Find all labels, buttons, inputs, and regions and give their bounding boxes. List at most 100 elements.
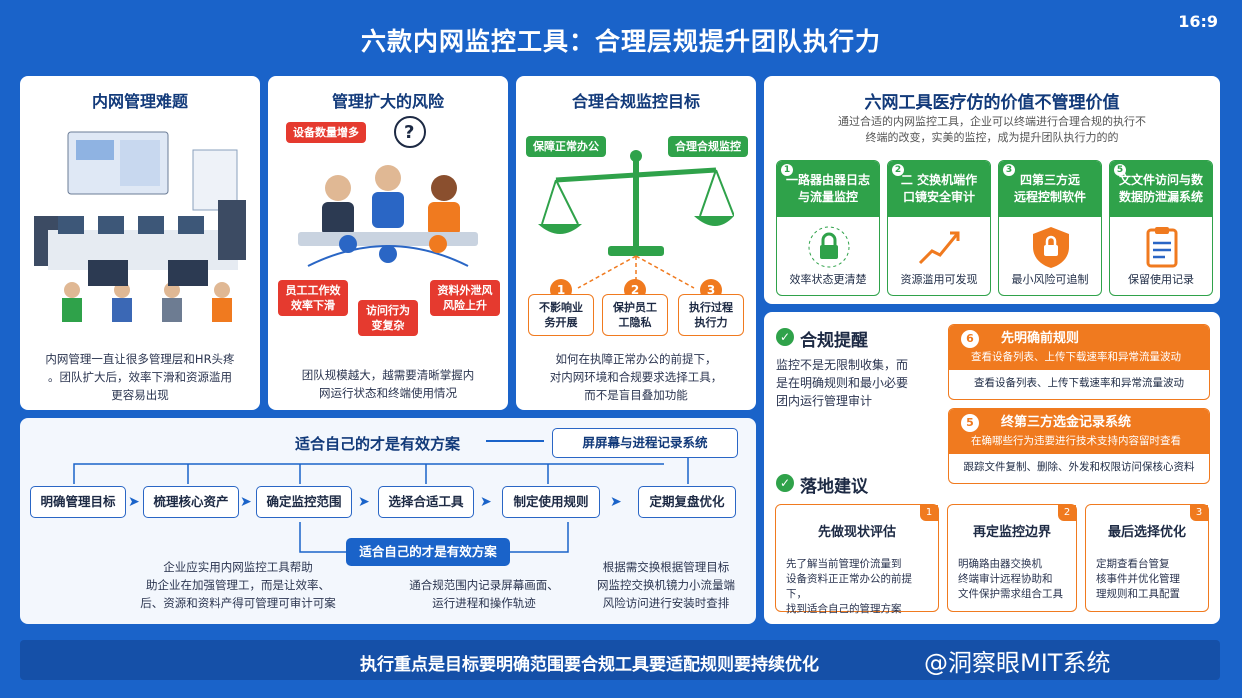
goal-box: 执行过程 执行力 [678,294,744,336]
flow-step: 明确管理目标 [30,486,126,518]
footer-bar [20,640,1220,680]
flow-step: 梳理核心资产 [143,486,239,518]
tool-title-line: 四第三方远 [1019,173,1080,187]
tool-card: 2 二 交换机端作口镜安全审计 资源滥用可发现 [887,160,991,296]
flow-top-right-box: 屏屏幕与进程记录系统 [552,428,738,458]
tool-title-line: 文文件访问与数 [1118,173,1203,187]
tool-title-line: 二 交换机端作 [900,173,978,187]
orange-card: 6 先明确前规则 查看设备列表、上传下载速率和异常流量波动 查看设备列表、上传下… [948,324,1210,400]
flow-text-right: 根据需交换根据管理目标 网监控交换机镜力小流量端 风险访问进行安装时查排 [584,558,748,612]
tag-line: 效率下滑 [291,299,335,312]
tool-title-line: 与流量监控 [797,190,858,204]
body-line: 对内网环境和合规要求选择工具， [549,370,723,384]
flow-step: 确定监控范围 [256,486,352,518]
check-icon: ✓ [776,474,794,492]
compliance-line: 是在明确规则和最小必要 [776,376,909,390]
tool-card: 3 四第三方远远程控制软件 最小风险可追制 [998,160,1102,296]
tag-device-growth: 设备数量增多 [286,122,366,143]
flow-text-line: 根据需交换根据管理目标 [602,560,730,574]
orange-card-sub: 在确哪些行为违要进行技术支持内容留时查看 [949,434,1209,454]
landing-card-line: 文件保护需求组合工具 [958,588,1063,600]
tool-title-line: 远程控制软件 [1013,190,1086,204]
flow-text-line: 后、资源和资料产得可管理可审计可案 [140,596,336,610]
tool-title-line: 一路器由器日志 [785,173,870,187]
tool-title-line: 数据防泄漏系统 [1118,190,1203,204]
landing-card-line: 明确路由器交换机 [958,558,1042,570]
orange-card-number: 6 [961,330,979,348]
scale-icon [538,150,734,289]
body-line: 如何在执障正常办公的前提下， [555,352,717,366]
orange-card-row: 查看设备列表、上传下载速率和异常流量波动 [974,377,1184,389]
trend-line-icon [918,231,960,265]
goal-line: 不影响业 [539,301,583,314]
tool-caption: 效率状态更清楚 [789,273,867,286]
landing-card-line: 找到适合自己的管理方案 [786,603,902,615]
flow-text-line: 运行进程和操作轨迹 [432,596,536,610]
panel-intranet-difficulty: 内网管理难题 内网管理一直让很多管理层和HR头疼 。团队扩大后，效率下滑和资源滥… [20,76,260,410]
body-line: 内网管理一直让很多管理层和HR头疼 [45,352,235,366]
landing-title: 落地建议 [800,477,868,497]
landing-card-title: 最后选择优化 [1107,525,1186,540]
goal-box: 不影响业 务开展 [528,294,594,336]
flow-arrow-icon: ➤ [240,494,252,510]
tool-caption: 资源滥用可发现 [900,273,978,286]
panel-compliance-goal: 合理合规监控目标 保障正常办公 合理合规监控 1 2 3 不影响业 务开展 保护… [516,76,756,410]
flow-arrow-icon: ➤ [610,494,622,510]
flow-text-line: 通合规范围内记录屏幕画面、 [409,578,559,592]
panel-management-risk: 管理扩大的风险 设备数量增多 ? 员工工作效 效率下滑 访问行为 变复杂 资料外… [268,76,508,410]
page-title: 六款内网监控工具：合理层规提升团队执行力 [360,27,881,56]
flow-arrow-icon: ➤ [128,494,140,510]
orange-card-number: 5 [961,414,979,432]
landing-card-line: 先了解当前管理价流量到 [786,558,902,570]
tag-line: 变复杂 [371,319,405,332]
tool-card: 5 文文件访问与数数据防泄漏系统 保留使用记录 [1109,160,1213,296]
landing-card-title: 先做现状评估 [817,525,896,540]
flow-arrow-icon: ➤ [480,494,492,510]
orange-card-sub: 查看设备列表、上传下载速率和异常流量波动 [949,350,1209,370]
tag-compliant-monitoring: 合理合规监控 [668,136,748,157]
landing-card: 1 先做现状评估 先了解当前管理价流量到 设备资料正正常办公的前提下， 找到适合… [775,504,939,615]
landing-card-line: 理规则和工具配置 [1096,588,1180,600]
body-line: 团队规模越大，越需要清晰掌握内 [301,368,475,382]
flow-arrow [486,440,544,442]
flow-loop-lines [73,458,689,553]
flow-text-line: 风险访问进行安装时查排 [602,596,730,610]
watermark: @洞察眼MIT系统 [924,649,1111,677]
check-icon: ✓ [776,328,794,346]
flow-step: 制定使用规则 [502,486,600,518]
intro-line: 通过合适的内网监控工具，企业可以终端进行合理合规的执行不 [838,115,1146,128]
landing-card-line: 定期查看台管复 [1096,558,1170,570]
footer-text: 执行重点是目标要明确范围要合规工具要适配规则要持续优化 [360,655,819,675]
flow-text-line: 企业应实用内网监控工具帮助 [163,560,313,574]
flow-top-label: 适合自己的才是有效方案 [295,435,461,453]
landing-card-line: 核事件并优化管理 [1096,573,1180,585]
tag-line: 员工工作效 [285,284,341,297]
goal-line: 执行力 [694,316,728,329]
tag-normal-office: 保障正常办公 [526,136,606,157]
aspect-ratio-label: 16:9 [1178,12,1218,31]
landing-card-number: 1 [920,505,938,521]
landing-card-number: 2 [1058,505,1076,521]
panel-title: 内网管理难题 [91,92,188,111]
body-line: 更容易出现 [111,388,169,402]
orange-card-row: 跟踪文件复制、删除、外发和权限访问保核心资料 [963,461,1195,473]
compliance-title: 合规提醒 [800,331,868,351]
goal-line: 务开展 [544,316,578,329]
body-line: 网运行状态和终端使用情况 [319,386,457,400]
landing-card-line: 终端审计远程协助和 [958,573,1053,585]
intro-line: 终端的改变，实美的监控，成为提升团队执行力的的 [865,131,1119,144]
goal-line: 保护员工 [613,301,657,314]
flow-arrow-icon: ➤ [358,494,370,510]
svg-text:?: ? [404,122,414,143]
meeting-illustration: ? [298,116,478,267]
tag-data-leak-risk: 资料外泄风 风险上升 [430,280,500,316]
tool-number: 2 [892,164,904,176]
flow-text-left: 企业应实用内网监控工具帮助 助企业在加强管理工，而是让效率、 后、资源和资料产得… [120,558,356,612]
panel-title: 六网工具医疗仿的价值不管理价值 [864,93,1120,113]
tag-line: 资料外泄风 [437,284,493,297]
tool-title-line: 口镜安全审计 [902,190,975,204]
lock-icon [808,226,850,268]
tool-caption: 保留使用记录 [1128,273,1194,286]
shield-lock-icon [1033,227,1069,268]
goal-box: 保护员工 工隐私 [602,294,668,336]
